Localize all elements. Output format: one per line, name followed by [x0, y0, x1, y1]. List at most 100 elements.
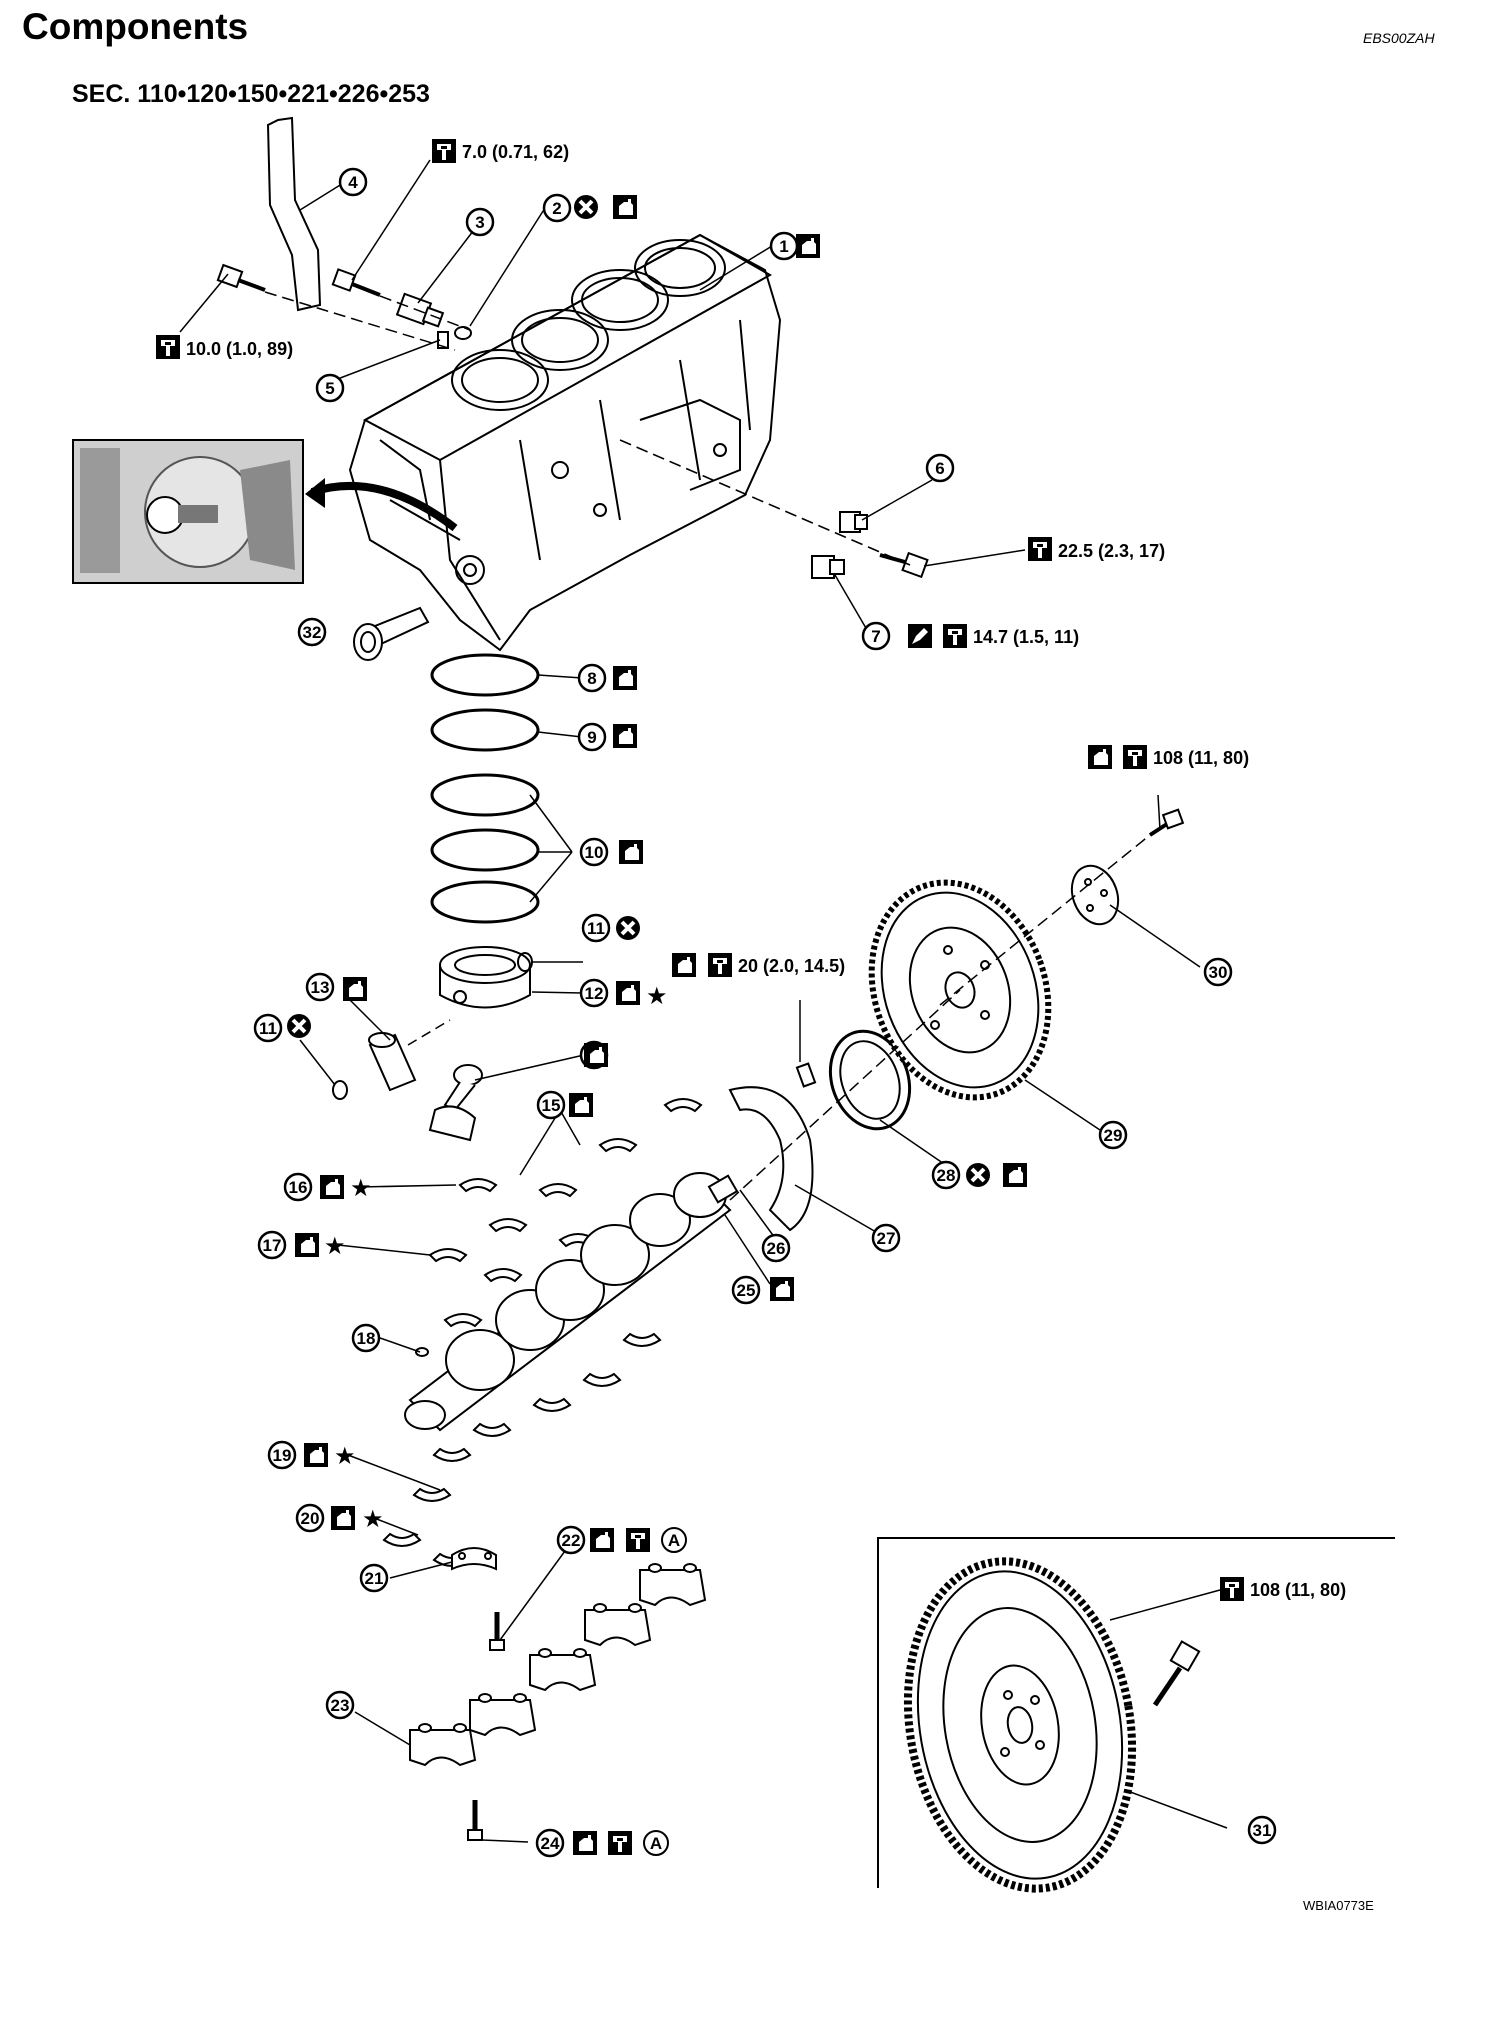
oil-icon: [616, 981, 640, 1005]
torque-wrench-icon: [432, 139, 456, 163]
woodruff-key: [415, 1347, 429, 1357]
oil-icon: [331, 1506, 355, 1530]
callout-c11b: 11: [253, 1013, 283, 1043]
callout-number: 5: [325, 379, 334, 398]
callout-number: 10: [585, 843, 604, 862]
callout-c17: 17: [257, 1230, 287, 1260]
flywheel-inset-frame: [877, 1537, 1395, 1888]
callout-c2: 2: [542, 193, 572, 223]
callout-c22: 22: [556, 1525, 586, 1555]
sensor-location-inset: [72, 439, 304, 584]
signal-plate: [728, 1086, 814, 1232]
torque-wrench-icon: [608, 1831, 632, 1855]
torque-wrench-icon: [1028, 537, 1052, 561]
main-bearing-bolt: [467, 1612, 505, 1841]
torque-labels: 7.0 (0.71, 62) 10.0 (1.0, 89) 22.5 (2.3,…: [186, 142, 1346, 1600]
callout-number: 13: [311, 978, 330, 997]
oil-icon: [320, 1175, 344, 1199]
no-reuse-icon: [614, 914, 642, 942]
oil-icon: [770, 1277, 794, 1301]
drive-plate-bolt: [1148, 808, 1185, 837]
curved-arrow: [310, 482, 458, 532]
assembly-line: [264, 291, 471, 351]
oil-icon: [613, 195, 637, 219]
star-icon: ★: [324, 1232, 346, 1260]
sealant-icon: [908, 624, 932, 648]
callout-number: 1: [779, 237, 788, 256]
callout-number: 27: [877, 1229, 896, 1248]
no-reuse-icon: [572, 193, 600, 221]
piston-pin: [368, 1032, 417, 1092]
callout-c6: 6: [925, 453, 955, 483]
torque-wrench-icon: [708, 953, 732, 977]
assembly-line: [619, 439, 911, 566]
callout-number: 9: [587, 728, 596, 747]
piston: [439, 946, 531, 1009]
callout-number: 32: [303, 623, 322, 642]
callout-c23: 23: [325, 1690, 355, 1720]
callout-number: 22: [562, 1531, 581, 1550]
oil-icon: [613, 666, 637, 690]
callout-number: 2: [552, 199, 561, 218]
section-numbers: SEC. 110•120•150•221•226•253: [72, 80, 430, 108]
oil-icon: [619, 840, 643, 864]
oil-icon: [569, 1093, 593, 1117]
callout-c4: 4: [338, 167, 368, 197]
callout-c9: 9: [577, 722, 607, 752]
thrust-bearing: [451, 1547, 497, 1571]
bracket-bolt: [216, 263, 266, 292]
torque-wrench-icon: [156, 335, 180, 359]
page-title: Components: [22, 6, 249, 47]
callout-number: 24: [541, 1834, 560, 1853]
symbols: ★ ★ ★ ★ ★: [156, 139, 1244, 1855]
star-icon: ★: [646, 982, 668, 1010]
pilot-converter: [707, 1174, 739, 1204]
callout-c21: 21: [359, 1563, 389, 1593]
oil-icon: [584, 1043, 608, 1067]
callout-number: 11: [259, 1019, 277, 1038]
drain-plug: [811, 511, 929, 579]
mark-a: A: [650, 1834, 662, 1853]
arrow-head: [305, 478, 325, 508]
snap-ring: [332, 1080, 348, 1100]
oil-icon: [295, 1233, 319, 1257]
cylinder-block: [348, 233, 782, 652]
callout-number: 8: [587, 669, 596, 688]
callout-number: 15: [542, 1096, 561, 1115]
reinforcement-plate: [1070, 864, 1120, 926]
callout-number: 17: [263, 1236, 282, 1255]
flywheel: [903, 1557, 1137, 1893]
rear-oil-seal-inner: [839, 1040, 901, 1120]
callout-c29: 29: [1098, 1120, 1128, 1150]
oil-icon: [304, 1443, 328, 1467]
torque-value: 7.0 (0.71, 62): [462, 142, 569, 162]
torque-wrench-icon: [626, 1528, 650, 1552]
knock-sensor-bolt: [331, 268, 381, 297]
callout-number: 30: [1209, 963, 1228, 982]
torque-wrench-icon: [1220, 1577, 1244, 1601]
a-marks: A A: [643, 1527, 687, 1856]
oil-icon: [796, 234, 820, 258]
callout-c27: 27: [871, 1223, 901, 1253]
callout-c28: 28: [931, 1160, 961, 1190]
no-reuse-icon: [964, 1161, 992, 1189]
oil-jet: [353, 606, 430, 661]
callout-c31: 31: [1247, 1815, 1277, 1845]
callout-number: 21: [365, 1569, 384, 1588]
star-icon: ★: [334, 1442, 356, 1470]
star-icon: ★: [350, 1174, 372, 1202]
oil-icon: [672, 953, 696, 977]
callout-c8: 8: [577, 663, 607, 693]
callout-number: 18: [357, 1329, 376, 1348]
crankshaft: [404, 1172, 732, 1432]
torque-wrench-icon: [1123, 745, 1147, 769]
torque-value: 14.7 (1.5, 11): [973, 627, 1079, 647]
assembly-line: [939, 834, 1151, 1006]
callout-c11a: 11: [581, 913, 611, 943]
mark-a: A: [668, 1531, 680, 1550]
connecting-rod: [428, 1064, 483, 1142]
torque-value: 20 (2.0, 14.5): [738, 956, 845, 976]
torque-wrench-icon: [943, 624, 967, 648]
callout-c24: 24: [535, 1828, 565, 1858]
